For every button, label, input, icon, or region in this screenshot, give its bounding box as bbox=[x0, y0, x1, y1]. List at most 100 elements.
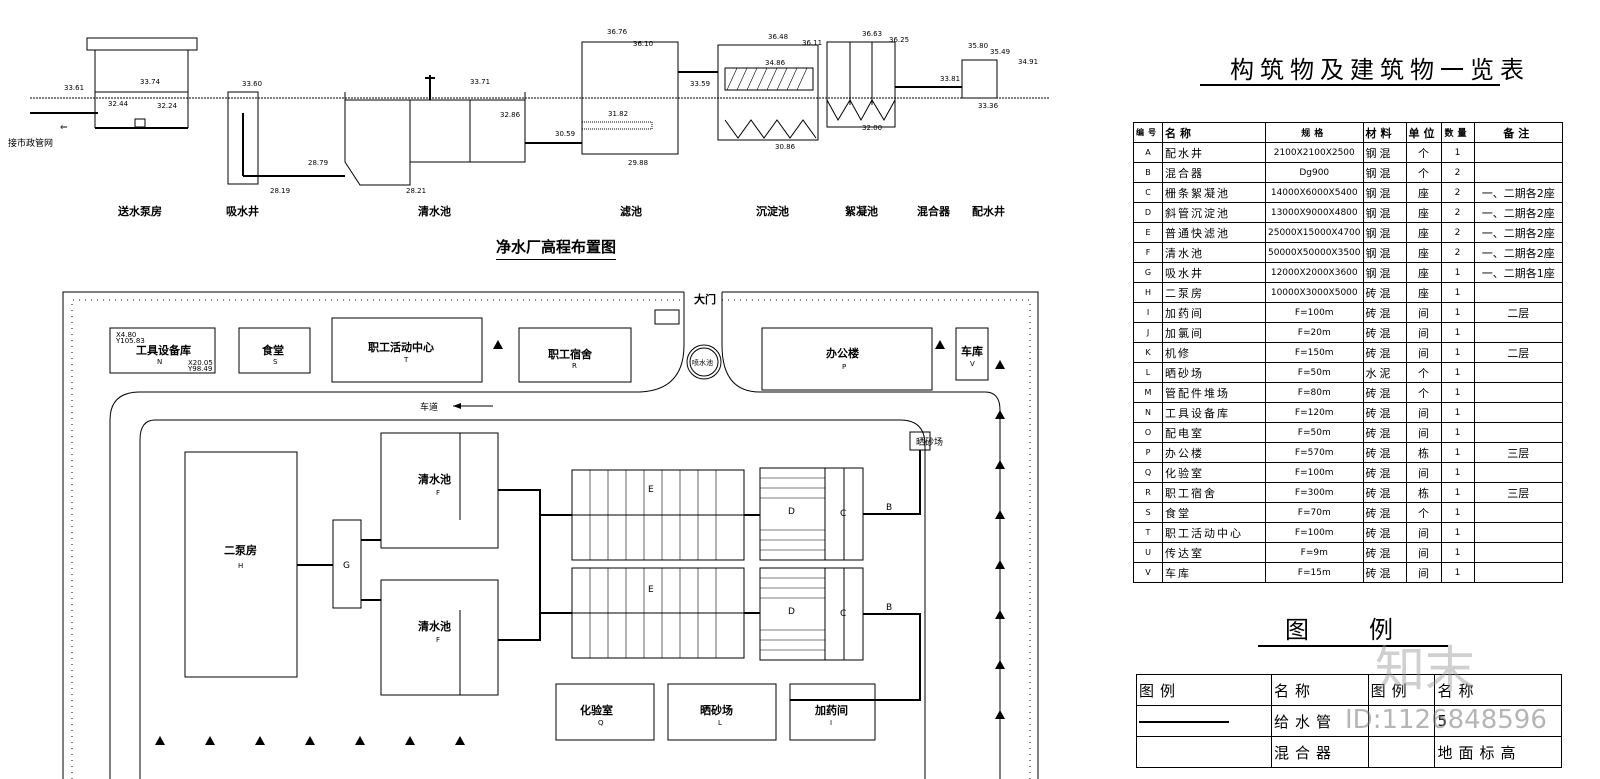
elev-label: 31.82 bbox=[608, 110, 628, 118]
table-cell: S bbox=[1133, 502, 1163, 523]
unit-label-pump: 送水泵房 bbox=[117, 204, 162, 218]
building-code: P bbox=[842, 363, 846, 371]
table-cell bbox=[1473, 322, 1563, 343]
table-cell: F=300m bbox=[1265, 482, 1364, 503]
table-cell: F=100m bbox=[1265, 522, 1364, 543]
elev-label: 36.10 bbox=[633, 40, 653, 48]
elev-label: 32.00 bbox=[862, 124, 882, 132]
table-cell: 间 bbox=[1405, 542, 1442, 563]
elev-label: 36.63 bbox=[862, 30, 882, 38]
table-cell: F=80m bbox=[1265, 382, 1364, 403]
table-cell: 配电室 bbox=[1162, 422, 1266, 443]
table-header-row: 编号名称规格材料单位数量备注 bbox=[1133, 122, 1563, 143]
legend-cell: 混合器 bbox=[1271, 736, 1369, 768]
table-cell: U bbox=[1133, 542, 1163, 563]
table-cell bbox=[1473, 402, 1563, 423]
clear-water-tank-section bbox=[344, 75, 582, 186]
table-cell: A bbox=[1133, 142, 1163, 163]
building-D2: D C bbox=[759, 567, 864, 661]
table-cell: 2 bbox=[1440, 222, 1475, 243]
building-E2: E bbox=[571, 567, 745, 659]
elev-label: 36.76 bbox=[607, 28, 628, 36]
table-cell: 间 bbox=[1405, 402, 1442, 423]
table-cell: 2 bbox=[1440, 242, 1475, 263]
elev-label: 33.71 bbox=[470, 78, 490, 86]
table-cell: N bbox=[1133, 402, 1163, 423]
building-code: S bbox=[273, 358, 278, 366]
building-code: F bbox=[436, 636, 440, 644]
header-cell: 规格 bbox=[1265, 122, 1364, 143]
elev-label: 33.60 bbox=[242, 80, 262, 88]
building-F2 bbox=[380, 579, 499, 696]
building-code: Q bbox=[598, 719, 604, 727]
fountain-label: 喷水池 bbox=[692, 358, 713, 367]
section-title: 净水厂高程布置图 bbox=[496, 236, 617, 260]
table-cell: 座 bbox=[1405, 282, 1442, 303]
gate-label: 大门 bbox=[694, 292, 716, 306]
table-cell: 12000X2000X3600 bbox=[1265, 262, 1364, 283]
building-label: 职工活动中心 bbox=[368, 340, 434, 354]
pump-house-section bbox=[86, 37, 198, 129]
table-cell: 砖混 bbox=[1362, 482, 1407, 503]
legend-row: 给水管 5 bbox=[1136, 705, 1562, 737]
table-cell: 砖混 bbox=[1362, 422, 1407, 443]
table-cell: 间 bbox=[1405, 562, 1442, 583]
table-cell: 砖混 bbox=[1362, 382, 1407, 403]
unit-label-clear: 清水池 bbox=[418, 204, 451, 218]
table-cell: 个 bbox=[1405, 142, 1442, 163]
building-D1: D C bbox=[759, 467, 864, 561]
building-L bbox=[667, 683, 777, 741]
elev-label: 30.59 bbox=[555, 130, 575, 138]
site-fence bbox=[62, 291, 1039, 779]
legend-cell: 给水管 bbox=[1271, 705, 1369, 737]
table-cell: 三层 bbox=[1473, 442, 1563, 463]
table-cell: 钢混 bbox=[1362, 142, 1407, 163]
table-cell: F=150m bbox=[1265, 342, 1364, 363]
svg-text:C: C bbox=[840, 509, 846, 519]
elev-label: 32.86 bbox=[500, 111, 521, 119]
table-cell: V bbox=[1133, 562, 1163, 583]
table-cell: 砖混 bbox=[1362, 502, 1407, 523]
unit-label-well: 吸水井 bbox=[226, 204, 259, 218]
table-cell: J bbox=[1133, 322, 1163, 343]
building-code: V bbox=[970, 360, 975, 368]
table-cell: 座 bbox=[1405, 182, 1442, 203]
table-cell: 间 bbox=[1405, 462, 1442, 483]
table-cell: 25000X15000X4700 bbox=[1265, 222, 1364, 243]
table-cell: 管配件堆场 bbox=[1162, 382, 1266, 403]
header-cell: 名称 bbox=[1162, 122, 1266, 143]
elev-label: 36.25 bbox=[889, 36, 909, 44]
elevation-section: 接市政管网 ⇐ bbox=[8, 28, 1050, 218]
watermark-logo: 知末 bbox=[1375, 641, 1475, 699]
building-label: 食堂 bbox=[262, 343, 284, 357]
table-cell: 个 bbox=[1405, 162, 1442, 183]
table-cell: 2 bbox=[1440, 182, 1475, 203]
building-label: 职工宿舍 bbox=[548, 347, 593, 361]
table-cell: 吸水井 bbox=[1162, 262, 1266, 283]
table-cell: 1 bbox=[1440, 422, 1475, 443]
table-cell: T bbox=[1133, 522, 1163, 543]
table-cell: F=120m bbox=[1265, 402, 1364, 423]
building-V bbox=[955, 327, 989, 381]
building-label: 晒砂场 bbox=[916, 436, 943, 448]
table-cell: 配水井 bbox=[1162, 142, 1266, 163]
distribution-well-section bbox=[961, 59, 998, 99]
building-P bbox=[761, 327, 933, 391]
table-cell: 钢混 bbox=[1362, 202, 1407, 223]
table-cell: C bbox=[1133, 182, 1163, 203]
table-cell bbox=[1473, 282, 1563, 303]
table-cell: 1 bbox=[1440, 402, 1475, 423]
legend-cell: 5 bbox=[1434, 705, 1562, 737]
table-cell: 1 bbox=[1440, 322, 1475, 343]
table-cell: 二泵房 bbox=[1162, 282, 1266, 303]
process-pipes bbox=[297, 450, 921, 701]
building-label: 办公楼 bbox=[826, 346, 859, 360]
header-cell: 单位 bbox=[1405, 122, 1442, 143]
elev-label: 35.49 bbox=[990, 48, 1010, 56]
section-unit-labels: 送水泵房 吸水井 清水池 滤池 沉淀池 絮凝池 混合器 配水井 bbox=[117, 204, 1005, 218]
elev-label: 34.91 bbox=[1018, 58, 1038, 66]
